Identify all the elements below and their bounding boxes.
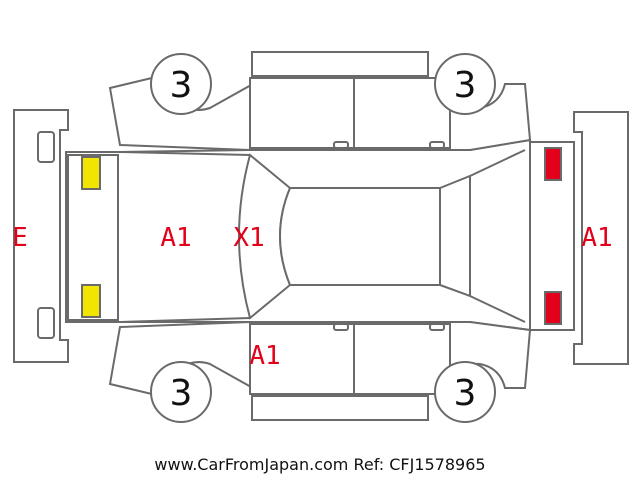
wheel-rear-left-grade: 3	[454, 65, 477, 106]
footer-reference: www.CarFromJapan.com Ref: CFJ1578965	[154, 455, 486, 474]
wheel-front-right: 3	[150, 361, 212, 423]
front-right-marker	[37, 307, 55, 339]
taillight-right	[544, 291, 562, 325]
wheel-rear-right-grade: 3	[454, 373, 477, 414]
wheel-rear-right: 3	[434, 361, 496, 423]
mark-right-front-door: A1	[249, 341, 280, 371]
left-rear-door	[353, 77, 451, 149]
wheel-rear-left: 3	[434, 53, 496, 115]
wheel-front-left-grade: 3	[170, 65, 193, 106]
wheel-front-right-grade: 3	[170, 373, 193, 414]
right-front-handle	[333, 323, 349, 331]
mark-front-bumper: E	[12, 223, 28, 253]
mark-hood: A1	[160, 223, 191, 253]
rear-bumper	[573, 111, 629, 365]
left-roof-rail	[251, 51, 429, 77]
left-rear-handle	[429, 141, 445, 149]
right-roof-rail	[251, 395, 429, 421]
right-rear-door	[353, 323, 451, 395]
taillight-left	[544, 147, 562, 181]
wheel-front-left: 3	[150, 53, 212, 115]
right-rear-handle	[429, 323, 445, 331]
rear-window	[439, 174, 471, 298]
front-bumper	[13, 109, 69, 363]
left-front-handle	[333, 141, 349, 149]
mark-windshield: X1	[233, 223, 264, 253]
headlight-left	[81, 156, 101, 190]
roof	[279, 187, 441, 286]
left-front-door	[249, 77, 355, 149]
right-front-door	[249, 323, 355, 395]
front-left-marker	[37, 131, 55, 163]
mark-rear-bumper: A1	[581, 223, 612, 253]
headlight-right	[81, 284, 101, 318]
